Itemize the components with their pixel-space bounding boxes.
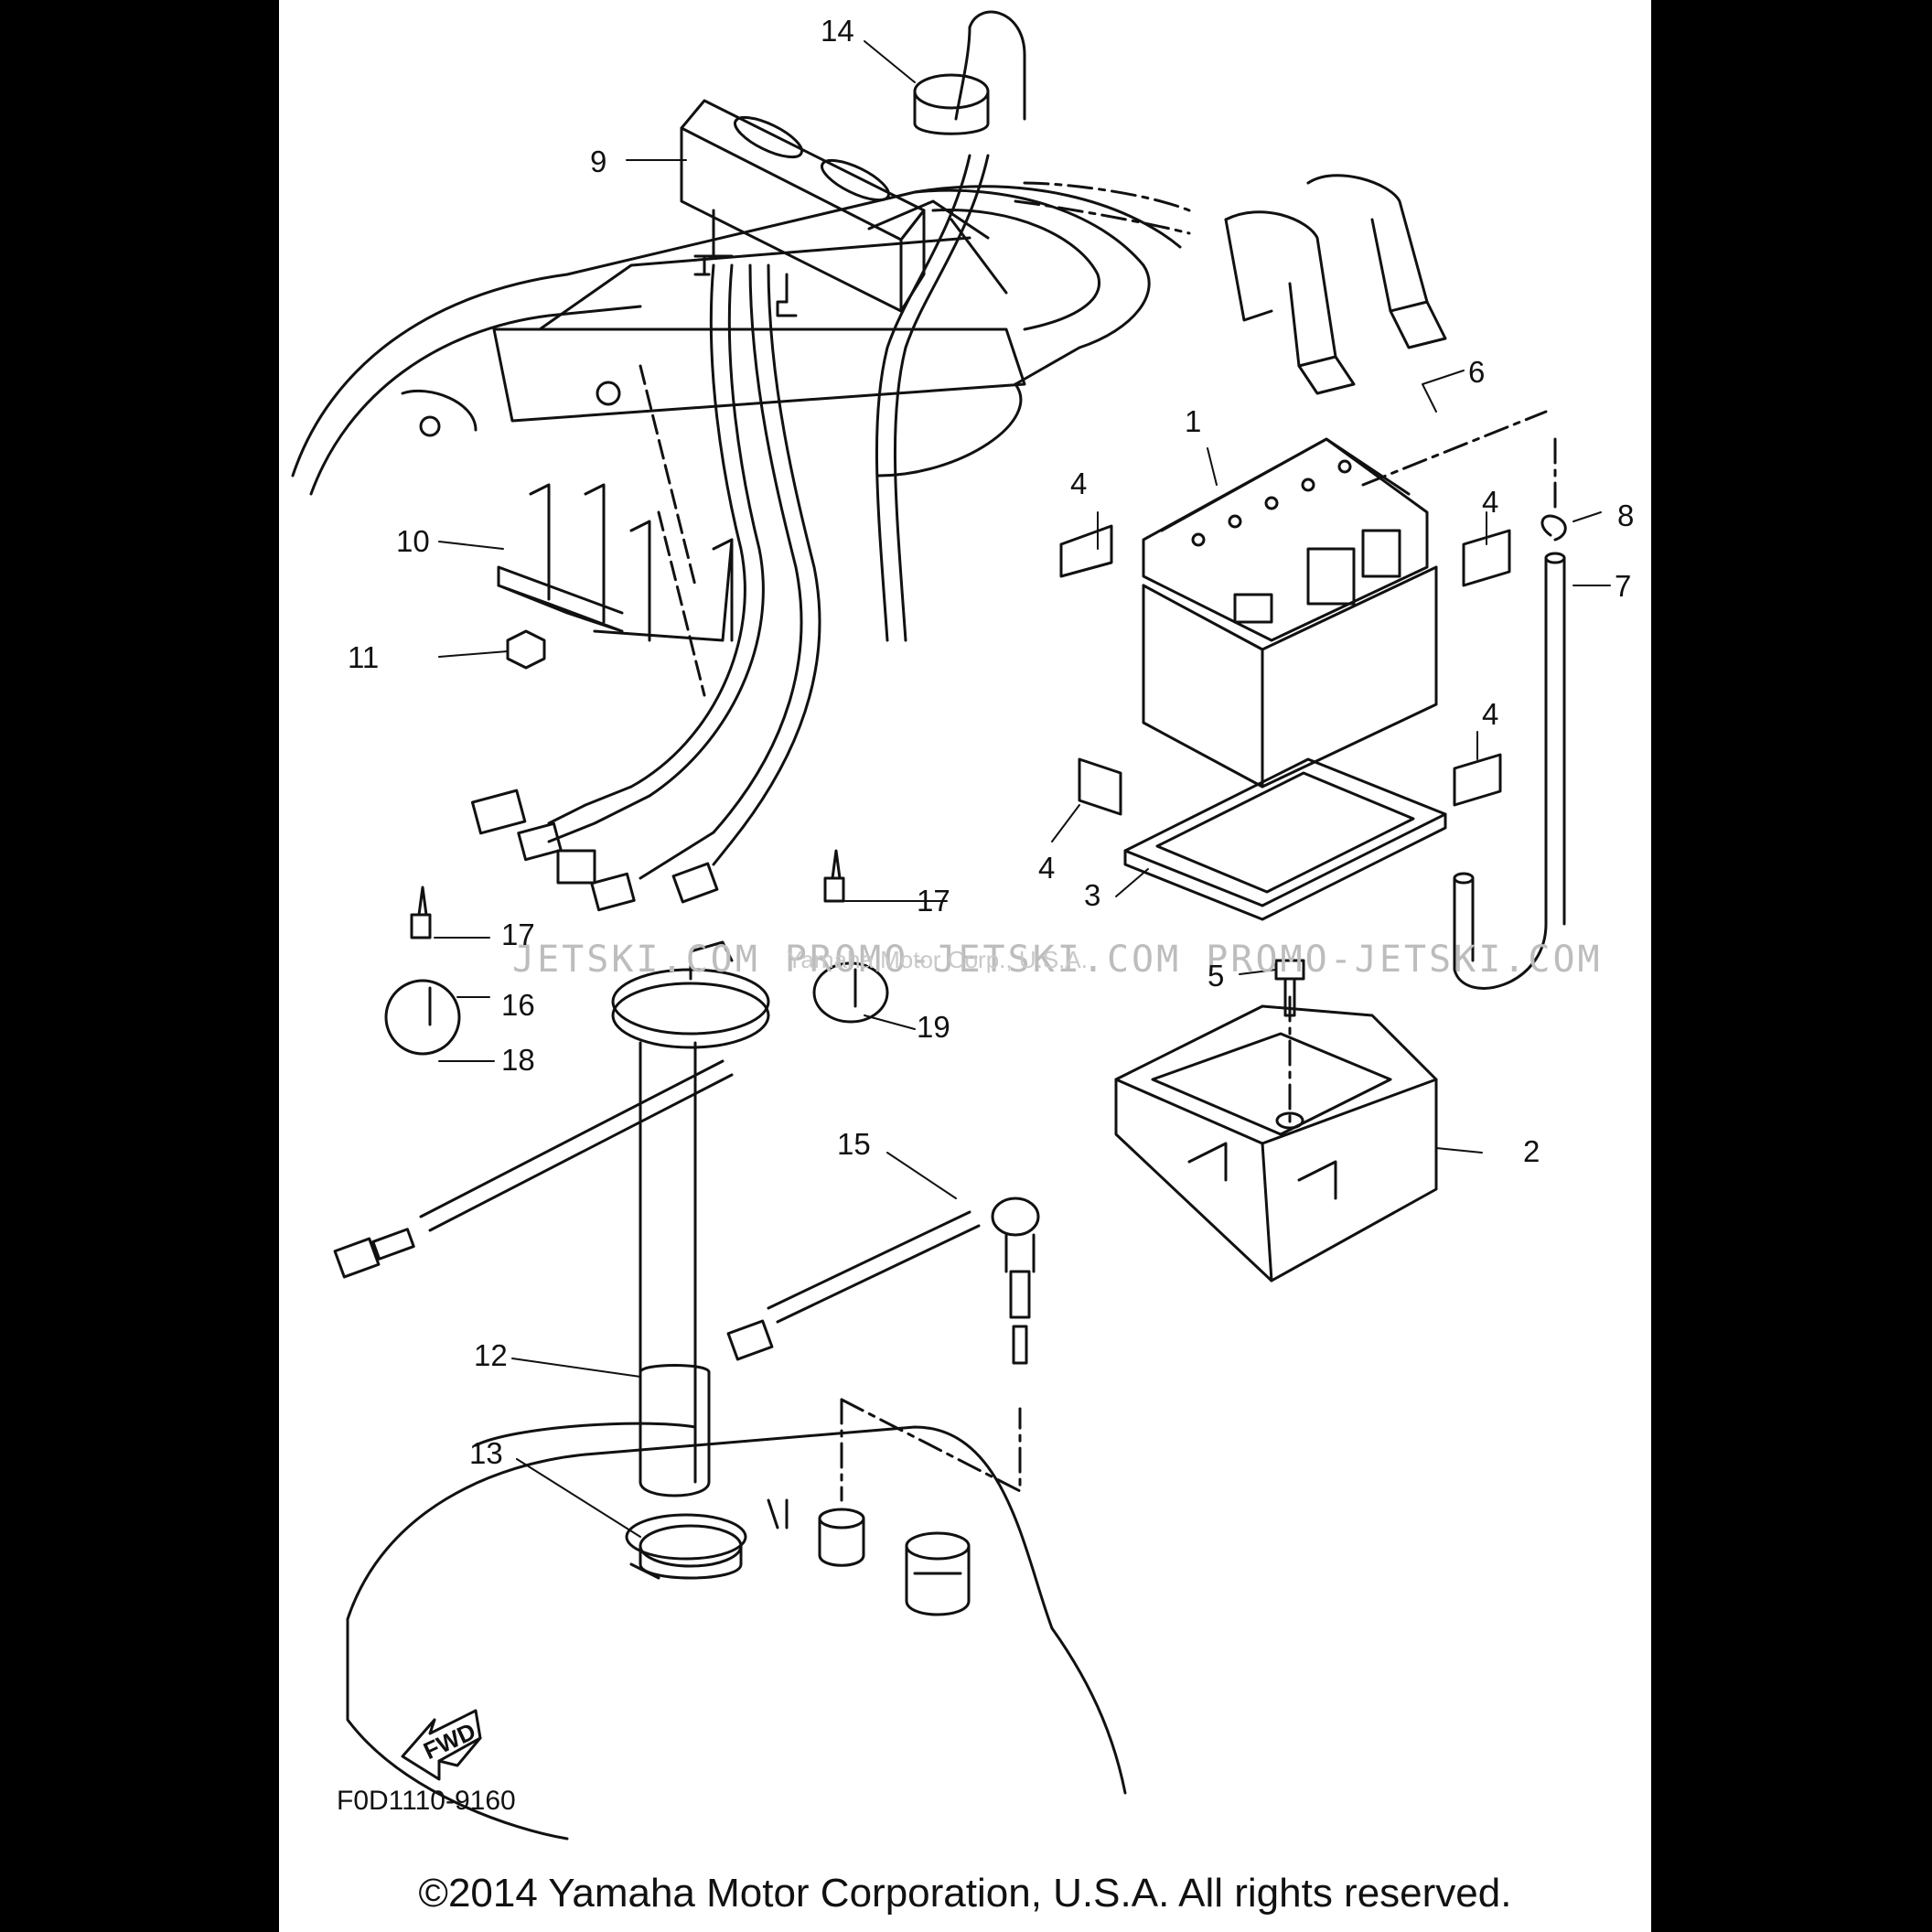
callout-6: 6 bbox=[1468, 355, 1485, 389]
callout-2: 2 bbox=[1523, 1134, 1540, 1168]
copyright-notice: ©2014 Yamaha Motor Corporation, U.S.A. A… bbox=[418, 1871, 1512, 1916]
callout-16: 16 bbox=[501, 988, 535, 1022]
callout-5: 5 bbox=[1208, 959, 1224, 993]
callout-8: 8 bbox=[1617, 499, 1634, 532]
battery-box bbox=[1114, 995, 1438, 1283]
callout-12: 12 bbox=[474, 1338, 508, 1372]
fuel-sender bbox=[333, 940, 770, 1497]
callout-1: 1 bbox=[1185, 404, 1201, 438]
diagram-code: F0D1110-9160 bbox=[337, 1786, 516, 1816]
bolt bbox=[1274, 959, 1305, 1017]
fuel-tank bbox=[346, 1398, 1127, 1841]
leader-lines bbox=[434, 40, 1611, 1538]
callout-4b: 4 bbox=[1482, 485, 1498, 519]
hose-band bbox=[625, 1513, 747, 1580]
clips bbox=[384, 961, 889, 1056]
battery bbox=[1142, 437, 1438, 789]
callout-13: 13 bbox=[469, 1436, 503, 1470]
indicator-lamp bbox=[875, 10, 1026, 642]
callout-3: 3 bbox=[1084, 878, 1100, 912]
callout-19: 19 bbox=[917, 1010, 950, 1044]
spacers bbox=[1059, 524, 1511, 816]
callout-4a: 4 bbox=[1070, 467, 1087, 500]
callout-15: 15 bbox=[837, 1127, 871, 1161]
level-sensor bbox=[726, 1197, 1040, 1365]
callout-labels: 1 2 3 4 4 4 4 5 6 7 8 9 10 11 12 13 14 1… bbox=[348, 14, 1634, 1470]
meter-unit bbox=[680, 99, 926, 317]
breather-hose bbox=[1361, 410, 1567, 990]
callout-10: 10 bbox=[396, 524, 430, 558]
rivets bbox=[410, 849, 845, 939]
callout-7: 7 bbox=[1615, 569, 1631, 603]
callout-14: 14 bbox=[821, 14, 854, 48]
battery-bands bbox=[1224, 174, 1447, 395]
wiring-harness bbox=[470, 263, 821, 912]
fwd-arrow bbox=[401, 1709, 482, 1781]
callout-17b: 17 bbox=[917, 884, 950, 918]
nut bbox=[506, 629, 546, 670]
callout-4d: 4 bbox=[1038, 851, 1055, 885]
battery-pad bbox=[1123, 757, 1447, 921]
watermark-text: JETSKI.COM PROMO-JETSKI.COM PROMO-JETSKI… bbox=[512, 939, 1603, 981]
callout-18: 18 bbox=[501, 1043, 535, 1077]
callout-4c: 4 bbox=[1482, 697, 1498, 731]
callout-9: 9 bbox=[590, 145, 606, 178]
callout-11: 11 bbox=[348, 640, 379, 674]
watermark-small-text: Yamaha Motor Corp., U.S.A. bbox=[787, 946, 1088, 973]
bracket bbox=[497, 483, 734, 642]
callout-17a: 17 bbox=[501, 918, 535, 951]
